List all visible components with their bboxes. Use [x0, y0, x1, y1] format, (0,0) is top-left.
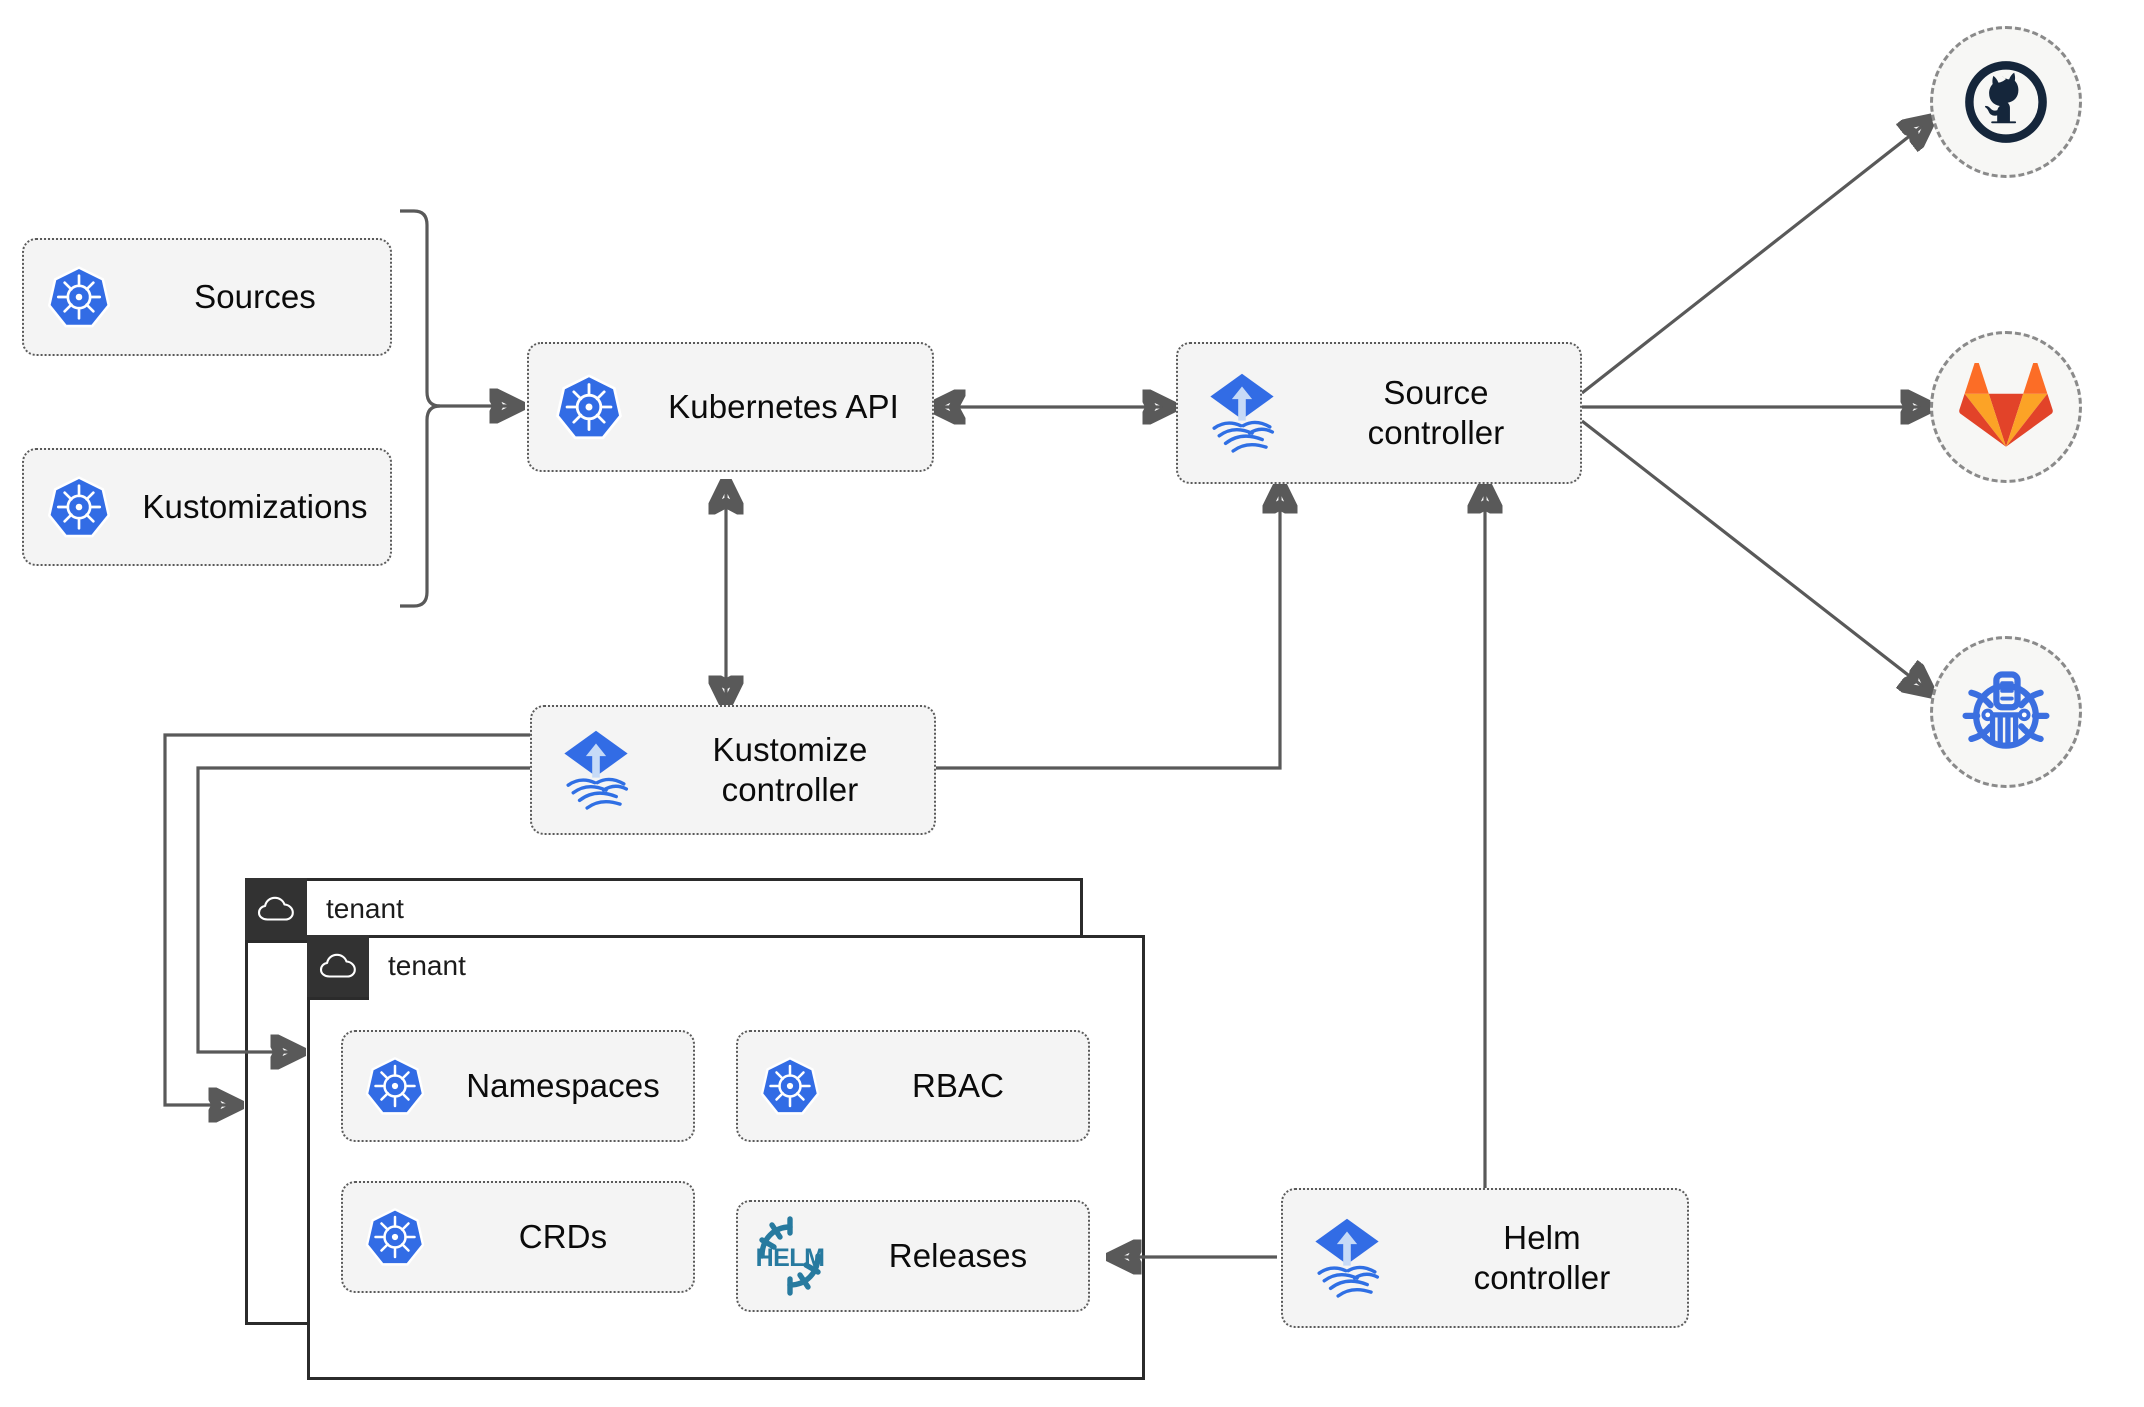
resource-node-kustomizations[interactable]: Kustomizations — [22, 448, 392, 566]
github-icon — [1965, 61, 2047, 143]
tenant-resource-label-crds: CRDs — [518, 1217, 608, 1255]
cloud-icon — [307, 935, 369, 997]
kubernetes-icon — [343, 1054, 447, 1118]
kubernetes-icon — [24, 263, 134, 331]
wire-kustomize-to-tenant-front — [196, 766, 534, 1052]
wire-source-to-github — [1581, 120, 1930, 395]
flux-icon — [1178, 370, 1306, 456]
kubernetes-icon — [24, 473, 134, 541]
kustomize-controller-label: Kustomize controller — [712, 730, 868, 808]
resource-label-sources: Sources — [194, 277, 316, 315]
tenant-resource-namespaces[interactable]: Namespaces — [341, 1030, 695, 1142]
provider-helm[interactable] — [1930, 636, 2082, 788]
kubernetes-api-node[interactable]: Kubernetes API — [527, 342, 934, 472]
kubernetes-icon — [529, 371, 649, 443]
provider-gitlab[interactable] — [1930, 331, 2082, 483]
flux-icon — [1283, 1215, 1411, 1301]
source-controller-label: Source controller — [1367, 373, 1505, 451]
source-controller-node[interactable]: Source controller — [1176, 342, 1582, 484]
helm-wordmark-icon: HELM — [738, 1213, 842, 1299]
helm-icon — [1962, 671, 2050, 749]
kubernetes-api-label: Kubernetes API — [668, 387, 899, 425]
resource-label-kustomizations: Kustomizations — [142, 487, 368, 525]
tenant-resource-label-releases: Releases — [888, 1236, 1028, 1274]
helm-controller-node[interactable]: Helm controller — [1281, 1188, 1689, 1328]
resources-bracket — [400, 209, 441, 608]
svg-text:HELM: HELM — [756, 1244, 825, 1272]
tenant-resource-label-rbac: RBAC — [911, 1066, 1005, 1104]
wire-kustomize-to-source-controller — [936, 484, 1280, 770]
cloud-icon — [245, 878, 307, 940]
tenant-label-back: tenant — [326, 893, 404, 924]
flux-icon — [532, 727, 660, 813]
resource-node-sources[interactable]: Sources — [22, 238, 392, 356]
tenant-resource-releases[interactable]: HELM Releases — [736, 1200, 1090, 1312]
tenant-resource-label-namespaces: Namespaces — [466, 1066, 660, 1104]
wire-source-to-helm — [1581, 419, 1930, 692]
kubernetes-icon — [343, 1205, 447, 1269]
kubernetes-icon — [738, 1054, 842, 1118]
tenant-resource-rbac[interactable]: RBAC — [736, 1030, 1090, 1142]
provider-github[interactable] — [1930, 26, 2082, 178]
kustomize-controller-node[interactable]: Kustomize controller — [530, 705, 936, 835]
gitlab-icon — [1959, 363, 2053, 447]
tenant-resource-crds[interactable]: CRDs — [341, 1181, 695, 1293]
tenant-label-front: tenant — [388, 950, 466, 981]
helm-controller-label: Helm controller — [1473, 1218, 1611, 1296]
wire-kustomize-to-tenant-back — [163, 733, 534, 1105]
